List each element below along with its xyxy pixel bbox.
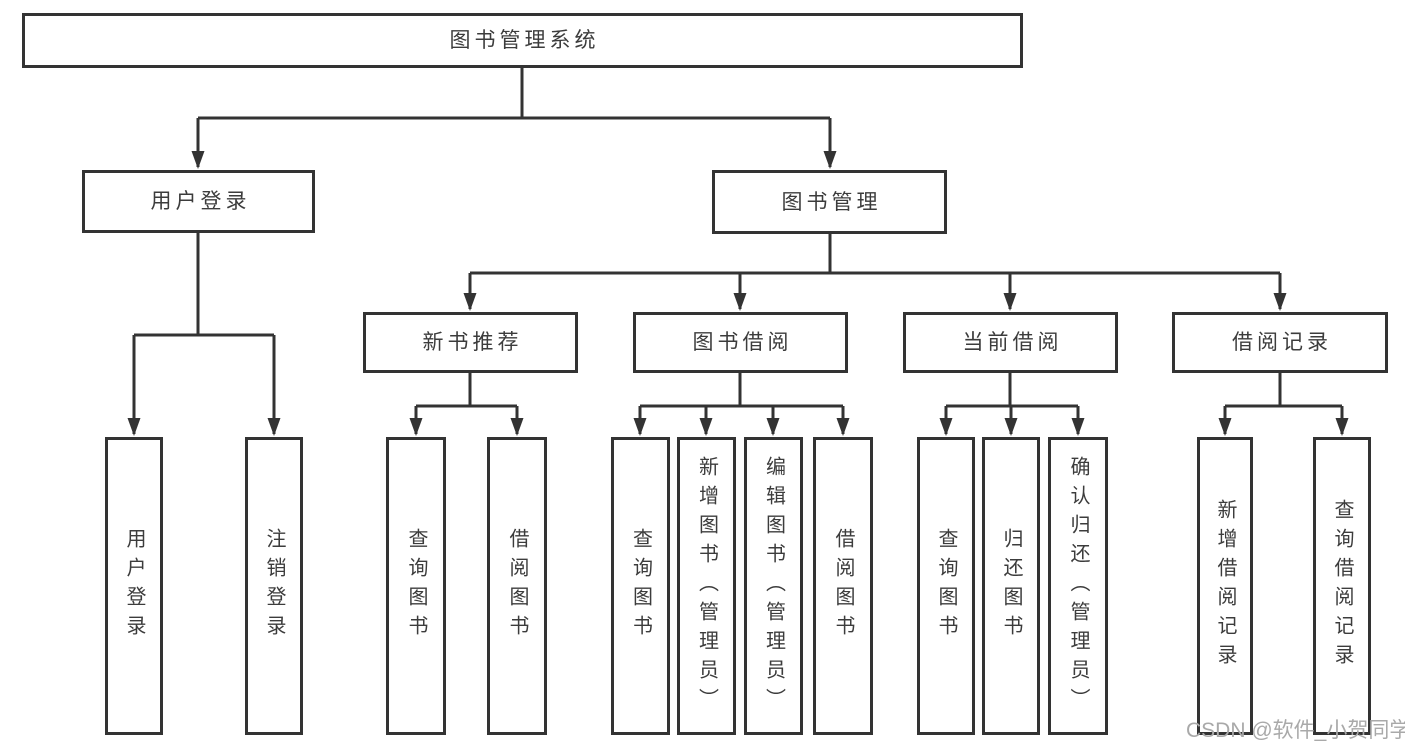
node-current-borrowing: 当前借阅 xyxy=(903,312,1118,373)
node-label: 编辑图书（管理员） xyxy=(762,455,785,717)
leaf-borrow-books: 借阅图书 xyxy=(813,437,873,735)
node-label: 用户登录 xyxy=(150,190,251,213)
leaf-rec-query-books: 查询图书 xyxy=(386,437,446,735)
leaf-logout: 注销登录 xyxy=(245,437,303,735)
leaf-add-books-admin: 新增图书（管理员） xyxy=(677,437,736,735)
node-label: 新增借阅记录 xyxy=(1214,499,1236,673)
leaf-user-login: 用户登录 xyxy=(105,437,163,735)
node-book-management: 图书管理 xyxy=(712,170,947,234)
node-label: 借阅图书 xyxy=(832,528,854,644)
node-label: 归还图书 xyxy=(1000,528,1022,644)
node-label: 图书管理 xyxy=(781,190,882,214)
node-system-root: 图书管理系统 xyxy=(22,13,1023,68)
node-label: 查询图书 xyxy=(405,528,427,644)
csdn-watermark: CSDN @软件_小贺同学 xyxy=(1186,719,1405,742)
leaf-edit-books-admin: 编辑图书（管理员） xyxy=(744,437,803,735)
node-borrowing-records: 借阅记录 xyxy=(1172,312,1388,373)
leaf-return-books: 归还图书 xyxy=(982,437,1040,735)
node-label: 当前借阅 xyxy=(962,331,1063,354)
node-label: 图书借阅 xyxy=(692,331,793,354)
leaf-add-borrow-record: 新增借阅记录 xyxy=(1197,437,1253,735)
node-label: 图书管理系统 xyxy=(449,29,600,52)
leaf-rec-borrow-books: 借阅图书 xyxy=(487,437,547,735)
node-label: 查询图书 xyxy=(935,528,957,644)
node-label: 借阅图书 xyxy=(506,528,528,644)
node-label: 查询借阅记录 xyxy=(1331,499,1353,673)
node-label: 借阅记录 xyxy=(1232,331,1332,354)
node-label: 确认归还（管理员） xyxy=(1067,455,1089,717)
node-book-borrowing: 图书借阅 xyxy=(633,312,848,373)
node-user-login: 用户登录 xyxy=(82,170,315,233)
node-new-book-recommend: 新书推荐 xyxy=(363,312,578,373)
node-label: 新增图书（管理员） xyxy=(695,455,718,717)
node-label: 新书推荐 xyxy=(422,331,523,354)
node-label: 注销登录 xyxy=(263,528,285,644)
node-label: 用户登录 xyxy=(123,528,145,644)
leaf-confirm-return-admin: 确认归还（管理员） xyxy=(1048,437,1108,735)
leaf-current-query-books: 查询图书 xyxy=(917,437,975,735)
node-label: 查询图书 xyxy=(629,528,652,644)
leaf-query-borrow-record: 查询借阅记录 xyxy=(1313,437,1371,735)
leaf-borrow-query-books: 查询图书 xyxy=(611,437,670,735)
